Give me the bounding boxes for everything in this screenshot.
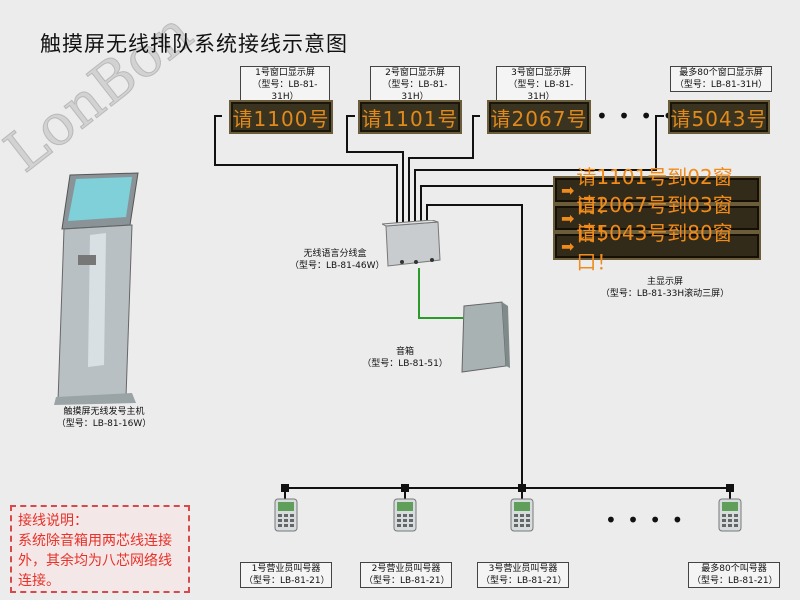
caller-1 [274,498,298,536]
window-display-80: 请5043号 [668,100,770,134]
window-display-3: 请2067号 [487,100,591,134]
touch-kiosk [54,172,139,405]
display-3-name: 3号窗口显示屏 [511,68,571,78]
speaker-caption: 音箱 （型号：LB-81-51） [360,346,450,370]
joint [518,484,526,492]
main-row-3-text: 请5043号到80窗口！ [576,221,733,274]
wire-main-display [420,185,555,225]
display-80-label: 最多80个窗口显示屏 （型号：LB-81-31H） [670,66,772,92]
arrow-right-icon: ➡ [561,208,575,228]
main-display-model: （型号：LB-81-33H滚动三屏） [600,289,730,299]
display-2-name: 2号窗口显示屏 [385,68,445,78]
kiosk-caption: 触摸屏无线发号主机 （型号：LB-81-16W） [44,406,164,430]
main-display: ➡ 请1101号到02窗口！ ➡ 请2067号到03窗口！ ➡ 请5043号到8… [553,165,761,274]
caller-1-label: 1号营业员叫号器 （型号：LB-81-21） [240,562,332,588]
wire-display-80 [414,115,664,225]
wire-display-3 [408,115,480,225]
joint [281,484,289,492]
arrow-right-icon: ➡ [561,180,575,200]
caller-80-name: 最多80个叫号器 [701,564,767,574]
caller-80-label: 最多80个叫号器 （型号：LB-81-21） [688,562,780,588]
display-2-model: （型号：LB-81-31H） [382,80,448,102]
junction-box-name: 无线语言分线盒 [303,249,367,259]
main-display-row-3: ➡ 请5043号到80窗口！ [553,221,761,274]
caller-2 [393,498,417,536]
junction-box-caption: 无线语言分线盒 （型号：LB-81-46W） [290,248,385,272]
display-2-label: 2号窗口显示屏 （型号：LB-81-31H） [370,66,460,104]
speaker-model: （型号：LB-81-51） [362,359,448,369]
display-80-model: （型号：LB-81-31H） [674,80,768,90]
speaker [461,301,510,373]
window-display-1: 请1100号 [229,100,333,134]
display-1-model: （型号：LB-81-31H） [252,80,318,102]
wiring-note: 接线说明： 系统除音箱用两芯线连接外，其余均为八芯网络线连接。 [10,505,190,593]
joint [726,484,734,492]
arrow-right-icon: ➡ [561,236,575,256]
junction-box [382,220,441,267]
more-callers-dots: • • • • [605,508,686,532]
display-2-text: 请1101号 [361,106,459,131]
caller-3-label: 3号营业员叫号器 （型号：LB-81-21） [477,562,569,588]
caller-3-model: （型号：LB-81-21） [481,576,567,586]
diagram-title: 触摸屏无线排队系统接线示意图 [40,32,348,56]
display-1-label: 1号窗口显示屏 （型号：LB-81-31H） [240,66,330,104]
kiosk-name: 触摸屏无线发号主机 [63,407,145,417]
display-80-text: 请5043号 [670,106,768,131]
caller-device-icon [510,498,534,532]
main-display-caption: 主显示屏 （型号：LB-81-33H滚动三屏） [600,276,730,300]
caller-2-name: 2号营业员叫号器 [371,564,441,574]
caller-device-icon [393,498,417,532]
main-display-row-1: ➡ 请1101号到02窗口！ [553,165,761,218]
caller-device-icon [274,498,298,532]
display-3-model: （型号：LB-81-31H） [508,80,574,102]
caller-2-model: （型号：LB-81-21） [364,576,450,586]
kiosk-model: （型号：LB-81-16W） [56,419,152,429]
display-80-name: 最多80个窗口显示屏 [679,68,763,78]
main-display-row-2: ➡ 请2067号到03窗口！ [553,193,761,246]
caller-3 [510,498,534,536]
main-row-2-text: 请2067号到03窗口！ [576,193,733,246]
main-row-1-text: 请1101号到02窗口！ [576,165,733,218]
wire-speaker [418,268,463,319]
speaker-name: 音箱 [395,347,414,357]
display-3-text: 请2067号 [490,106,588,131]
window-display-2: 请1101号 [358,100,462,134]
more-displays-dots: • • • • [596,104,677,128]
caller-1-name: 1号营业员叫号器 [251,564,321,574]
wire-display-2 [346,115,404,225]
junction-box-model: （型号：LB-81-46W） [290,261,385,271]
caller-2-label: 2号营业员叫号器 （型号：LB-81-21） [360,562,452,588]
display-1-text: 请1100号 [232,106,330,131]
caller-1-model: （型号：LB-81-21） [244,576,330,586]
wire-display-1 [214,115,398,225]
caller-3-name: 3号营业员叫号器 [488,564,558,574]
caller-80-model: （型号：LB-81-21） [692,576,778,586]
joint [401,484,409,492]
wire-caller-bus [426,204,523,488]
main-display-name: 主显示屏 [646,277,683,287]
display-1-name: 1号窗口显示屏 [255,68,315,78]
display-3-label: 3号窗口显示屏 （型号：LB-81-31H） [496,66,586,104]
wiring-note-heading: 接线说明： [18,513,88,529]
caller-device-icon [718,498,742,532]
wiring-note-body: 系统除音箱用两芯线连接外，其余均为八芯网络线连接。 [18,533,172,589]
caller-80 [718,498,742,536]
